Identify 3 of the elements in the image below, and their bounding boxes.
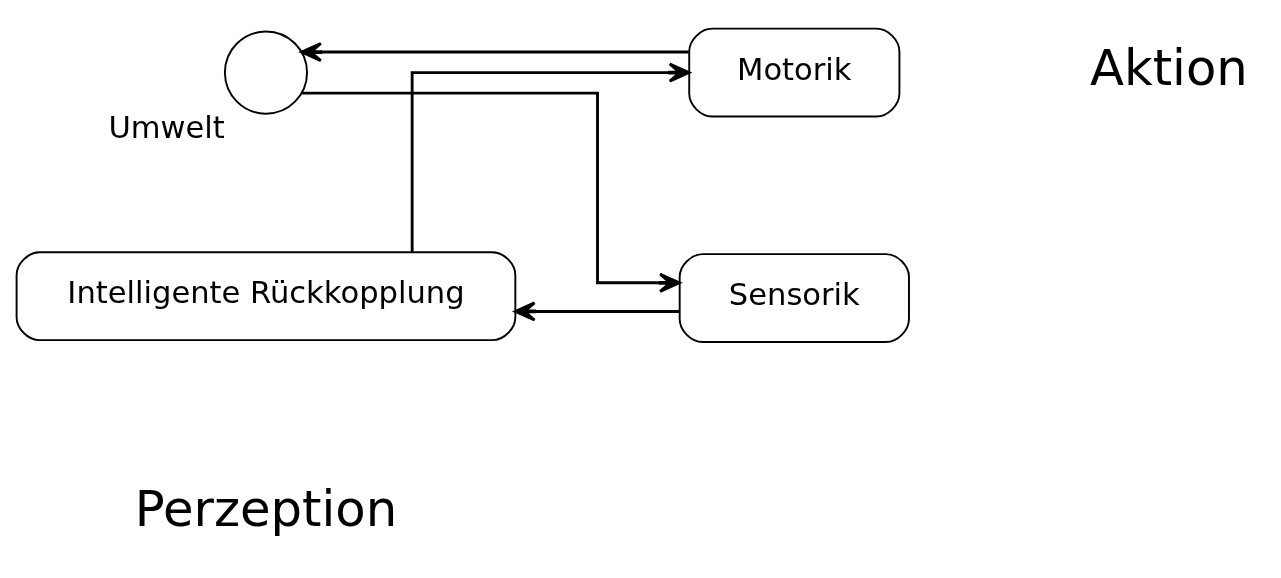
label: Perzeption	[134, 480, 398, 539]
label: Aktion	[1089, 38, 1248, 97]
node-label: Umwelt	[108, 110, 225, 146]
